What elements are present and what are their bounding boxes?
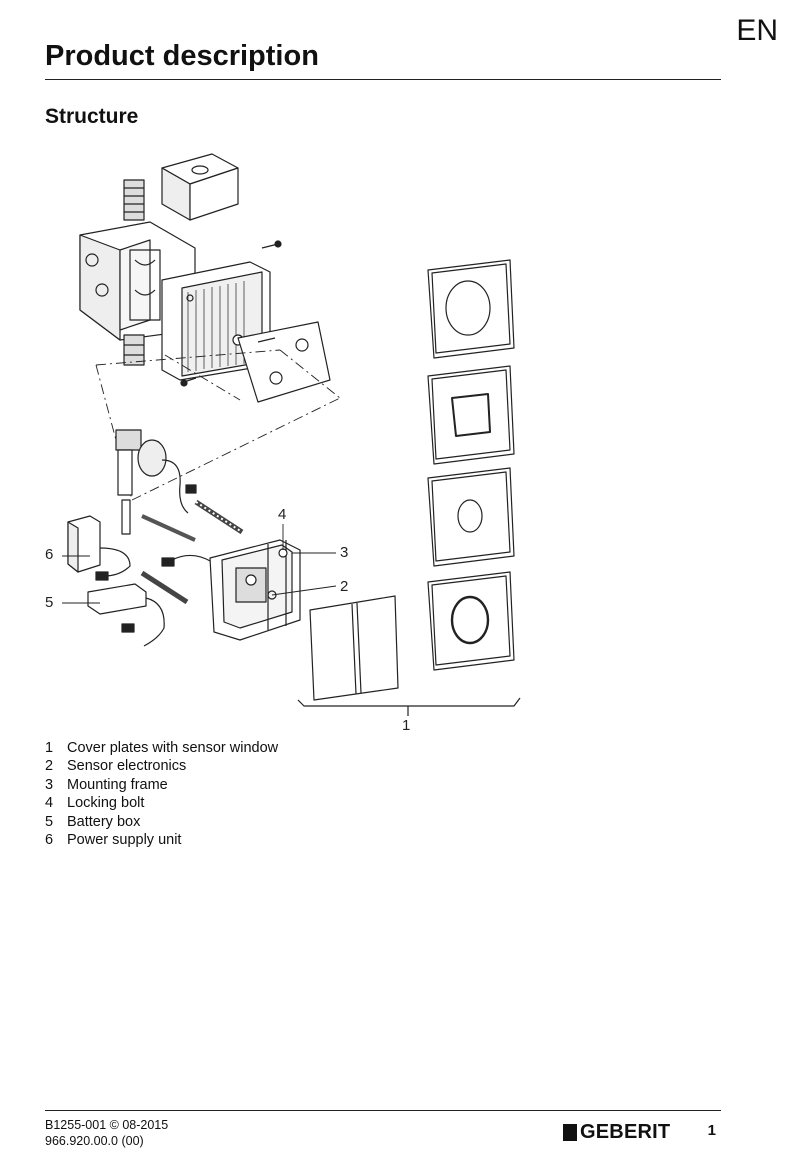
mounting-frame	[209, 539, 301, 641]
locking-bolt	[194, 499, 244, 535]
doc-code: B1255-001 © 08-2015	[45, 1118, 169, 1132]
inlet-connector	[123, 179, 145, 221]
bracket-1	[297, 697, 521, 716]
cover-plate-e	[309, 595, 399, 701]
alignment-lines	[95, 349, 341, 501]
callout-3: 3	[340, 544, 349, 561]
callout-6: 6	[45, 546, 54, 563]
callout-5: 5	[45, 594, 54, 611]
cover-plate-c	[427, 467, 515, 567]
footer-doc-info: B1255-001 © 08-2015 966.920.00.0 (00)	[45, 1117, 168, 1149]
page-number: 1	[707, 1122, 716, 1139]
callout-1: 1	[402, 717, 411, 734]
section-title: Structure	[45, 105, 139, 128]
sensor-cable	[161, 554, 213, 567]
small-parts	[121, 499, 196, 605]
callout-4: 4	[278, 506, 287, 523]
solenoid-valve	[115, 429, 197, 514]
cover-plate-b	[427, 365, 515, 465]
cover-plate-d	[427, 571, 515, 671]
power-supply-unit	[67, 515, 131, 581]
leader-lines	[62, 524, 337, 604]
protective-plate	[237, 321, 331, 403]
brand-name: GEBERIT	[580, 1121, 671, 1143]
callout-2: 2	[340, 578, 349, 595]
exploded-view-figure: 4 3 2 6 5 1	[0, 140, 560, 740]
brand-logo: GEBERIT	[563, 1121, 670, 1144]
exploded-view-drawing	[62, 153, 521, 716]
footer-divider	[45, 1110, 721, 1111]
doc-number: 966.920.00.0 (00)	[45, 1134, 144, 1148]
cover-plate-a	[427, 259, 515, 359]
page-title: Product description	[45, 40, 319, 72]
brand-square-icon	[563, 1124, 577, 1141]
title-divider	[45, 79, 721, 80]
foam-block	[161, 153, 239, 221]
language-code: EN	[736, 14, 778, 47]
battery-box	[87, 583, 165, 647]
screws	[180, 240, 282, 387]
